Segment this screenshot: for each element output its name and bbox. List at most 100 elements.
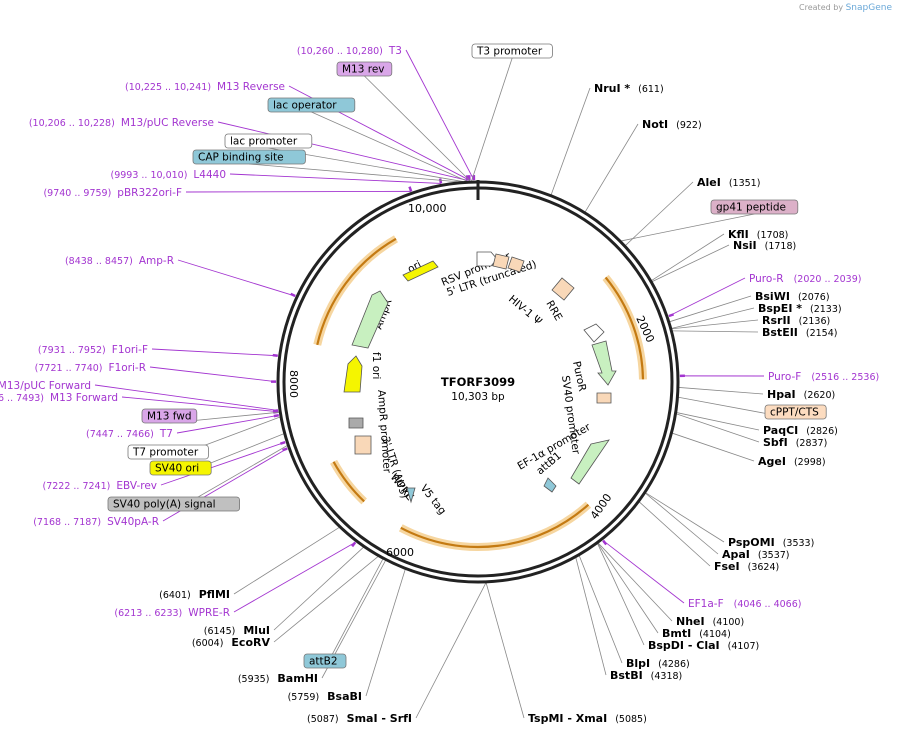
primer-wpre-r: (6213 .. 6233)WPRE-R [114,607,230,619]
enzyme-name: BsiWI [755,290,790,303]
leader-sbfi [676,413,760,443]
enzyme-bamhi: (5935)BamHI [238,672,318,685]
enzyme-pos: (6145) [204,626,236,637]
enzyme-paqci: PaqCI(2826) [763,424,838,437]
primer-leader-wpre-r [233,541,356,613]
enzyme-blpi: BlpI(4286) [626,657,690,670]
enzyme-bspei: BspEI *(2133) [758,302,842,315]
primer-l4440: (9993 .. 10,010)L4440 [111,169,227,181]
primer-name: F1ori-F [112,344,148,356]
enzyme-bsteii: BstEII(2154) [762,326,837,339]
leader-apai [645,492,719,555]
enzyme-pos: (922) [676,120,702,131]
enzyme-extra: - XmaI [564,712,608,725]
tick-8000: 8000 [287,370,300,398]
primer-leader-ef1a-f [602,540,685,604]
enzyme-pos: (4100) [713,617,745,628]
enzyme-pos: (2076) [798,292,830,303]
enzyme-fsei: FseI(3624) [714,560,779,573]
feature-box-t7-promoter [127,444,209,460]
enzyme-sbfi: SbfI(2837) [763,436,827,449]
box-leader-cap-binding-site [249,163,460,183]
feature-box-sv40-ori [149,460,212,476]
primer-leader-t3 [405,49,475,181]
leader-kfli [651,233,725,281]
enzyme-pos: (4104) [699,629,731,640]
primer-t3: (10,260 .. 10,280)T3 [297,45,402,57]
feature-box-gp41-peptide [710,199,799,215]
inner-glyph-ltr-box [492,253,510,270]
primer-ebv-rev: (7222 .. 7241)EBV-rev [43,480,158,492]
feature-label-m13-fwd: M13 fwd [147,411,192,423]
leader-alei [625,181,694,246]
inner-glyph-cppt-box [596,392,612,404]
orf-orf-3 [332,461,365,503]
primer-pos: (7168 .. 7187) [33,517,101,528]
feature-box-m13-fwd [141,408,198,424]
leader-blpi [578,555,623,664]
primer-pos: (7476 .. 7493) [0,393,44,404]
enzyme-ecorv: (6004)EcoRV [192,636,271,649]
enzyme-extra: - SrfI [378,712,412,725]
inner-feature-rre: RRE [543,299,564,323]
inner-glyph-v5-tag-glyph [406,487,416,504]
backbone [276,180,680,584]
inner-feature-v5-tag: V5 tag [418,482,449,517]
primer-pos: (10,225 .. 10,241) [125,82,211,93]
leader-smai [415,582,487,719]
leader-pflmi [233,527,340,595]
enzyme-name: ApaI [722,548,750,561]
enzyme-pos: (1718) [765,241,797,252]
inner-feature-hiv-1: HIV-1 Ψ [506,293,544,328]
primer-name: Puro-R [749,273,784,285]
primer-leader-f1ori-f [151,348,278,357]
primer-name: M13/pUC Forward [0,380,91,392]
enzyme-tspmi: TspMI - XmaI(5085) [528,712,647,725]
leader-bmti [597,543,659,634]
enzyme-pos: (3624) [748,562,780,573]
feature-box-cap-binding-site [192,149,306,165]
inner-glyph-ef1a-glyph [570,439,610,485]
primer-pos: (4046 .. 4066) [734,599,802,610]
enzyme-name: SmaI [347,712,378,725]
enzyme-pos: (5087) [307,714,339,725]
enzyme-name: BstEII [762,326,798,339]
primer-f1ori-r: (7721 .. 7740)F1ori-R [35,362,146,374]
tick-6000: 6000 [386,546,414,559]
leader-tspmi [485,582,525,719]
primer-mark-sv40pa-r [282,447,288,452]
primer-name: L4440 [193,169,226,181]
enzyme-pos: (2826) [806,426,838,437]
primer-name: EF1a-F [688,598,724,610]
enzyme-pos: (6004) [192,638,224,649]
orf-orf-2 [400,503,590,549]
inner-glyph-hiv-psi-box [507,256,525,273]
enzyme-agei: AgeI(2998) [758,455,826,468]
primer-pos: (8438 .. 8457) [65,256,133,267]
primer-pos: (7931 .. 7952) [38,345,106,356]
primer-mark-ef1a-f [602,539,608,546]
feature-box-lac-operator [267,97,356,113]
enzyme-pos: (4107) [728,641,760,652]
enzyme-mlui: (6145)MluI [204,624,270,637]
enzyme-name: PspOMI [728,536,775,549]
primer-name: M13/pUC Reverse [121,117,214,129]
enzyme-kfli: KflI(1708) [728,228,788,241]
primer-mark-puro-r [668,313,675,318]
inner-glyph-wpre-box [354,435,372,455]
enzyme-pflmi: (6401)PflMI [159,588,230,601]
plasmid-center: TFORF3099 10,303 bp [441,375,515,403]
feature-box-t3-promoter [471,43,553,59]
primer-leader-m13-forward [121,396,279,413]
orf-orf-1 [604,276,645,380]
primer-pos: (10,260 .. 10,280) [297,46,383,57]
leader-agei [672,432,755,462]
inner-glyph-ori-arrow [402,260,439,282]
primer-amp-r: (8438 .. 8457)Amp-R [65,255,174,267]
enzyme-smai: (5087) SmaI - SrfI [307,712,412,725]
leader-bstbi [575,557,607,676]
enzyme-bstbi: BstBI(4318) [610,669,682,682]
primer-pos: (2516 .. 2536) [811,372,879,383]
leader-nsii [651,244,730,282]
